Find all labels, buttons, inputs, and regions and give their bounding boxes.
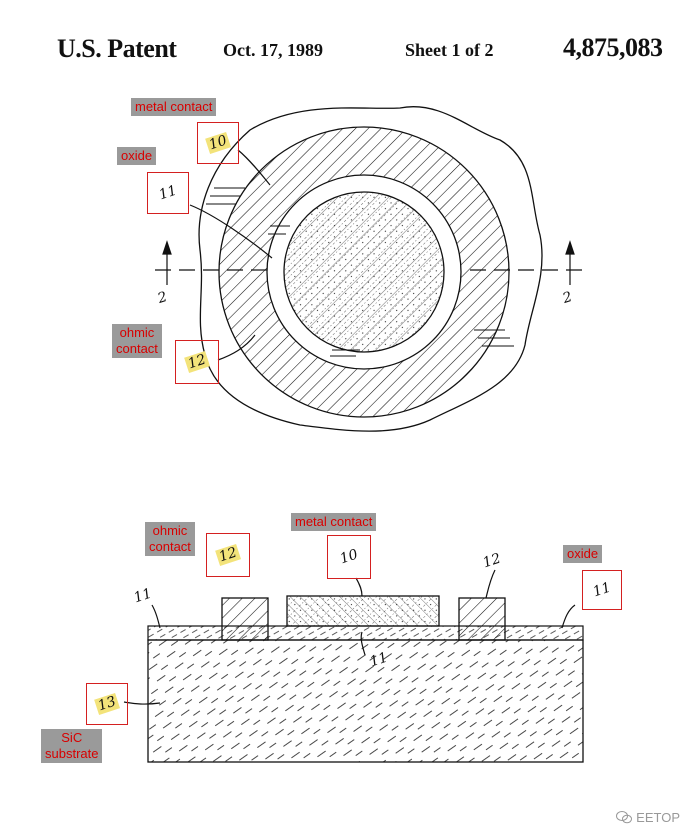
patent-title: U.S. Patent (57, 34, 177, 63)
label-top-ohmic-contact: ohmic contact (112, 324, 162, 358)
patent-date: Oct. 17, 1989 (223, 40, 323, 60)
label-top-metal-contact: metal contact (131, 98, 217, 116)
ref-number-13: 13 (94, 693, 120, 715)
callout-box-12-bottom: 12 (206, 533, 250, 577)
ref-number-10-top: 10 (205, 132, 231, 154)
label-bottom-oxide: oxide (563, 545, 603, 563)
cross-section-view (123, 569, 584, 763)
callout-box-10-bottom: 10 (327, 535, 371, 579)
label-sic-line1: SiC (61, 730, 83, 745)
ref-number-12-bottom: 12 (215, 544, 241, 566)
callout-box-11-top: 11 (147, 172, 189, 214)
callout-box-10-top: 10 (197, 122, 239, 164)
ref-number-11-bottom-right: 11 (591, 579, 613, 601)
ref-number-11-top: 11 (157, 182, 179, 204)
chat-bubble-icon (616, 811, 633, 824)
label-bottom-ohmic-line2: contact (149, 539, 191, 554)
label-bottom-ohmic-contact: ohmic contact (145, 522, 195, 556)
label-top-ohmic-line2: contact (116, 341, 158, 356)
label-top-ohmic-line1: ohmic (119, 325, 155, 340)
ref-number-12-top: 12 (184, 351, 210, 373)
label-top-oxide: oxide (117, 147, 157, 165)
label-bottom-metal-contact: metal contact (291, 513, 377, 531)
callout-box-13: 13 (86, 683, 128, 725)
callout-box-12-top: 12 (175, 340, 219, 384)
callout-box-11-bottom: 11 (582, 570, 622, 610)
watermark-text: EETOP (636, 810, 680, 825)
patent-number: 4,875,083 (563, 33, 663, 62)
sheet-number: Sheet 1 of 2 (405, 40, 494, 60)
label-bottom-ohmic-line1: ohmic (152, 523, 188, 538)
top-view (155, 106, 585, 432)
ref-number-10-bottom: 10 (338, 546, 360, 568)
watermark: EETOP (616, 810, 680, 825)
label-bottom-sic-substrate: SiC substrate (41, 729, 103, 763)
label-sic-line2: substrate (45, 746, 99, 761)
